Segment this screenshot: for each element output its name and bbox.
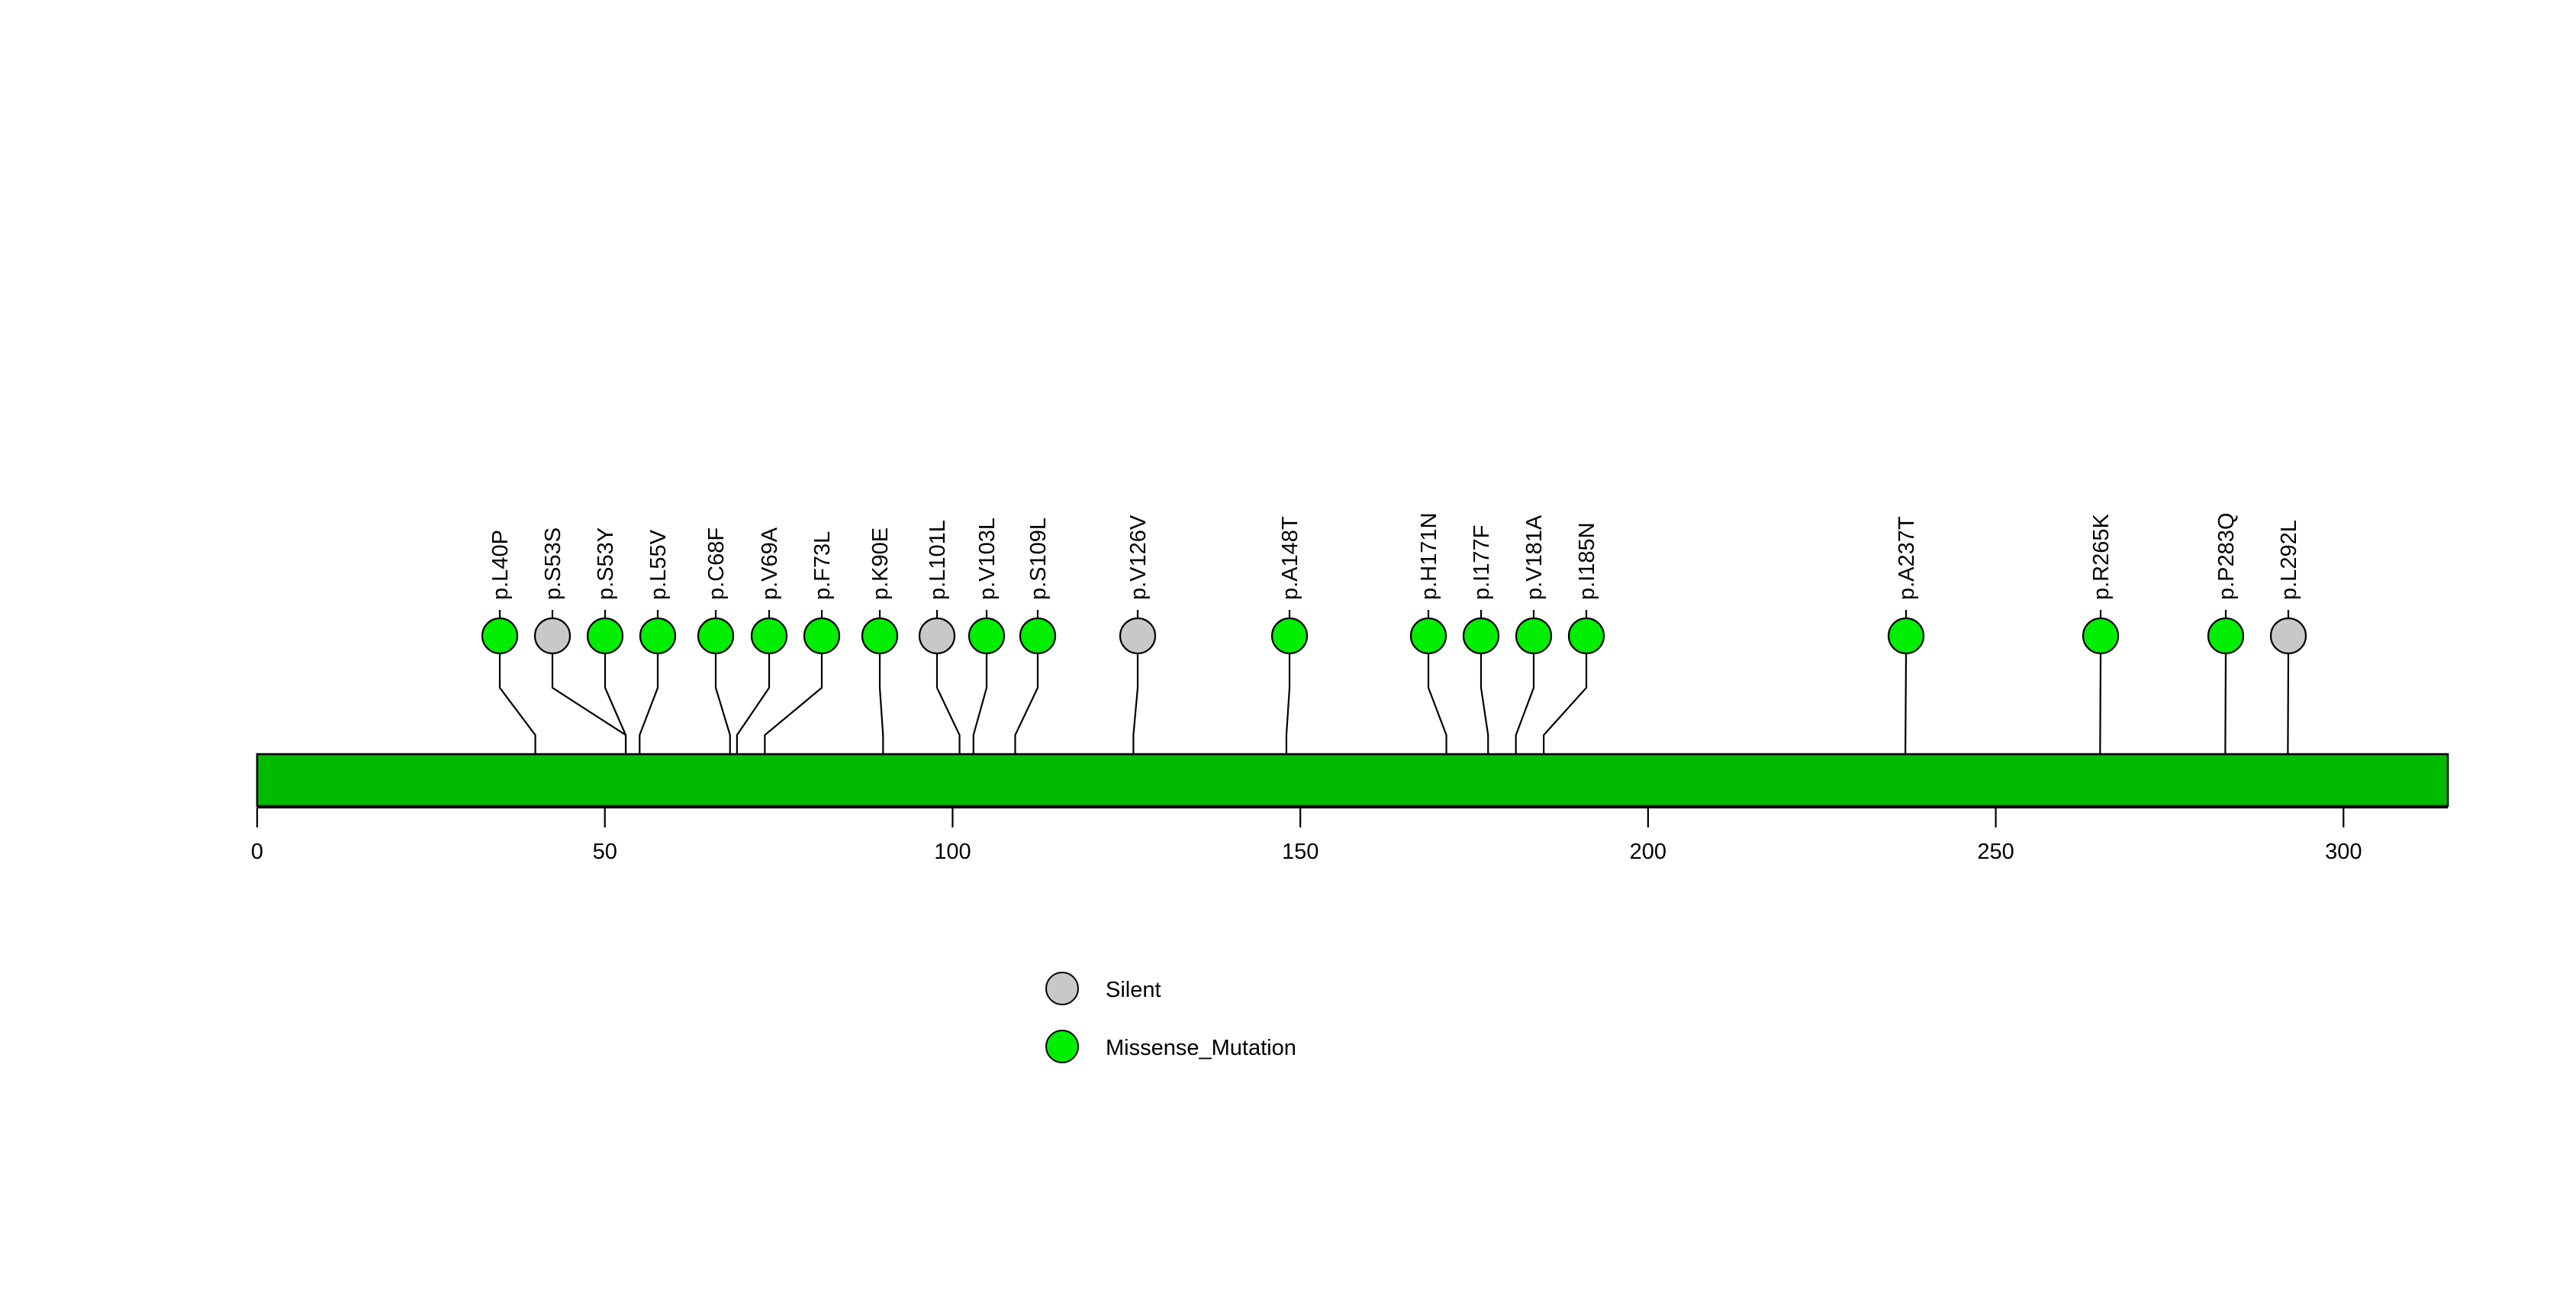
- mutation-label: p.A148T: [1278, 516, 1302, 600]
- lollipop-head[interactable]: [2269, 617, 2307, 655]
- legend-swatch[interactable]: [1045, 972, 1079, 1005]
- axis-tick-label: 250: [1977, 840, 2014, 864]
- lollipop-stem: [498, 653, 536, 754]
- mutation-label: p.L101L: [926, 520, 950, 600]
- lollipop-head[interactable]: [803, 617, 841, 655]
- lollipop-head[interactable]: [697, 617, 735, 655]
- mutation-label: p.C68F: [704, 527, 729, 600]
- mutation-label: p.V103L: [975, 518, 1000, 600]
- axis-tick-label: 0: [251, 840, 263, 864]
- mutation-label: p.R265K: [2089, 513, 2114, 600]
- mutation-label: p.S109L: [1026, 518, 1051, 600]
- lollipop-head[interactable]: [750, 617, 788, 655]
- lollipop-head[interactable]: [533, 617, 572, 655]
- axis-tick-label: 200: [1630, 840, 1666, 864]
- mutation-label: p.L292L: [2277, 520, 2301, 600]
- lollipop-stem: [2099, 653, 2102, 755]
- mutation-label: p.I177F: [1470, 525, 1494, 600]
- mutation-label: p.V181A: [1522, 514, 1547, 600]
- lollipop-head[interactable]: [1567, 617, 1605, 655]
- lollipop-head[interactable]: [1270, 617, 1309, 655]
- lollipop-stem: [1480, 653, 1489, 754]
- lollipop-stem: [1904, 653, 1908, 755]
- lollipop-stem: [1014, 653, 1039, 754]
- mutation-label: p.L40P: [488, 530, 513, 600]
- mutation-label: p.P283Q: [2214, 513, 2239, 600]
- mutation-label: p.I185N: [1575, 522, 1599, 600]
- axis-tick-label: 150: [1282, 840, 1319, 864]
- lollipop-stem: [1515, 653, 1535, 754]
- mutation-label: p.A237T: [1895, 516, 1919, 600]
- lollipop-stem: [2224, 653, 2227, 755]
- lollipop-stem: [764, 653, 823, 754]
- lollipop-head[interactable]: [639, 617, 677, 655]
- lollipop-stem: [736, 653, 771, 754]
- lollipop-head[interactable]: [861, 617, 899, 655]
- legend-label: Silent: [1106, 978, 1161, 1002]
- lollipop-head[interactable]: [1515, 617, 1553, 655]
- protein-domain-bar[interactable]: [256, 753, 2449, 808]
- mutation-label: p.V69A: [758, 527, 782, 600]
- lollipop-head[interactable]: [1462, 617, 1500, 655]
- lollipop-stem: [714, 653, 731, 754]
- mutation-label: p.L55V: [646, 529, 671, 600]
- mutation-label: p.H171N: [1417, 513, 1441, 600]
- lollipop-stem: [639, 653, 659, 754]
- lollipop-head[interactable]: [2082, 617, 2120, 655]
- lollipop-head[interactable]: [968, 617, 1006, 655]
- legend-label: Missense_Mutation: [1106, 1036, 1296, 1060]
- position-axis: 0 50 100 150 200 250 300: [251, 806, 2448, 864]
- axis-tick-label: 50: [593, 840, 617, 864]
- lollipop-stem: [1543, 653, 1588, 754]
- mutation-labels: p.L40P p.S53S p.S53Y p.L55V p.C68F p.V69A p.F7…: [488, 513, 2301, 600]
- lollipop-head[interactable]: [2207, 617, 2245, 655]
- mutation-label: p.F73L: [810, 531, 835, 600]
- mutation-label: p.S53Y: [594, 527, 618, 600]
- lollipop-heads: [481, 610, 2307, 655]
- mutation-label: p.V126V: [1126, 514, 1151, 600]
- lollipop-stem: [1285, 653, 1291, 754]
- lollipop-stem: [878, 653, 884, 754]
- lollipop-stem: [1427, 653, 1447, 754]
- axis-tick-label: 100: [934, 840, 971, 864]
- lollipop-stem: [1132, 653, 1139, 754]
- lollipop-head[interactable]: [481, 617, 519, 655]
- mutation-label: p.S53S: [541, 527, 565, 600]
- lollipop-stem: [935, 653, 961, 754]
- lollipop-head[interactable]: [1019, 617, 1057, 655]
- lollipop-stem: [972, 653, 988, 754]
- lollipop-head[interactable]: [586, 617, 624, 655]
- axis-tick-label: 300: [2325, 840, 2362, 864]
- lollipop-stem: [604, 653, 627, 754]
- legend-swatch[interactable]: [1045, 1030, 1079, 1063]
- lollipop-stems: [498, 653, 2290, 755]
- lollipop-head[interactable]: [1119, 617, 1157, 655]
- lollipop-head[interactable]: [1409, 617, 1447, 655]
- lollipop-head[interactable]: [1887, 617, 1925, 655]
- mutation-label: p.K90E: [868, 527, 893, 600]
- lollipop-head[interactable]: [918, 617, 956, 655]
